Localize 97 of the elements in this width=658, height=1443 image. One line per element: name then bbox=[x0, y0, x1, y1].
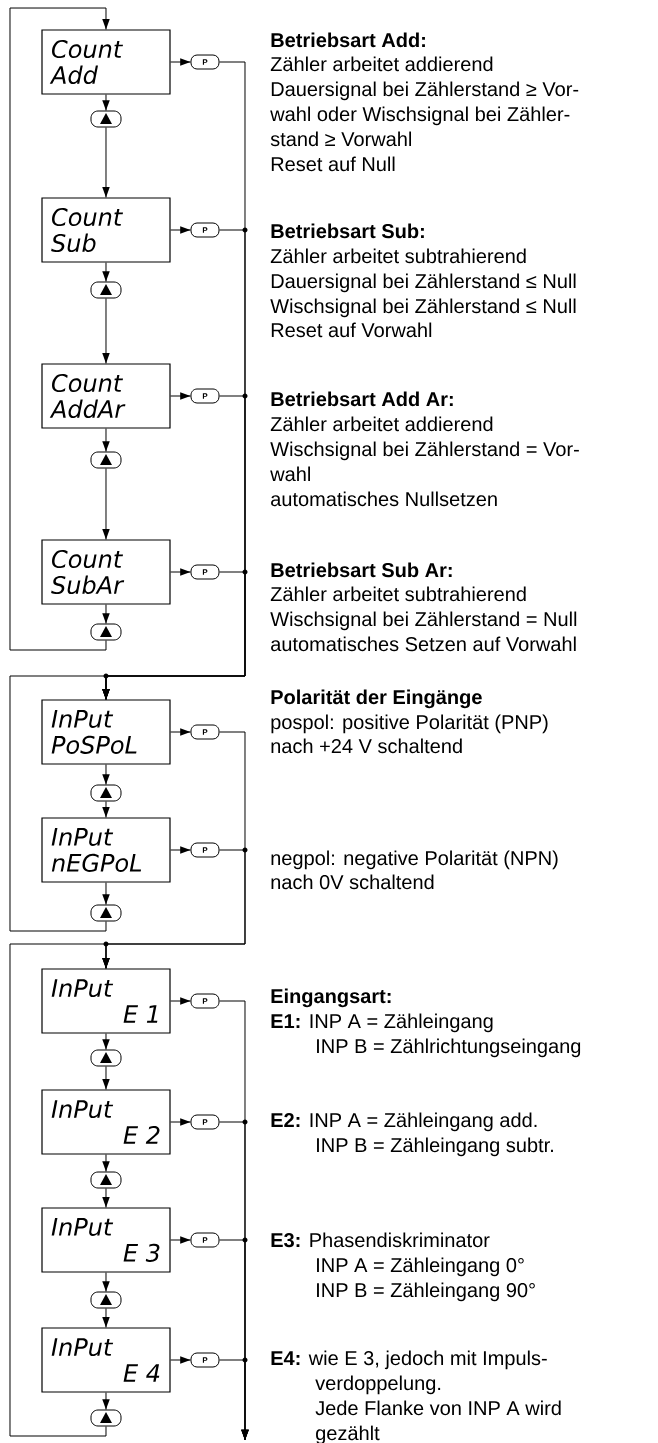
description-text: Wischsignal bei Zählerstand = Null bbox=[270, 611, 577, 631]
p-button: P bbox=[190, 564, 220, 580]
description-text: Betriebsart Sub Ar: bbox=[271, 562, 452, 578]
up-button bbox=[90, 1171, 122, 1189]
arrow bbox=[102, 1066, 110, 1090]
description-text: Reset auf Null bbox=[271, 156, 395, 172]
arrow bbox=[102, 298, 110, 364]
arrow bbox=[170, 846, 191, 854]
arrow bbox=[219, 1359, 249, 1441]
arrow bbox=[102, 468, 110, 540]
up-button bbox=[90, 1291, 122, 1309]
p-button: P bbox=[190, 1232, 220, 1248]
description-text: Wischsignal bei Zählerstand = Vor- bbox=[270, 441, 579, 461]
description-text: automatisches Nullsetzen bbox=[271, 491, 497, 507]
arrow bbox=[102, 1392, 110, 1410]
description-text: E2: INP A = Zähleingang add. bbox=[271, 1112, 537, 1132]
arrow bbox=[9, 675, 110, 932]
display-box: InPut E 1 bbox=[41, 968, 171, 1034]
p-button: P bbox=[190, 54, 220, 70]
description-text: INP A = Zähleingang 0° bbox=[317, 1257, 524, 1277]
p-button: P bbox=[190, 1114, 220, 1130]
description-text: Dauersignal bei Zählerstand ≥ Vor- bbox=[271, 81, 579, 101]
description-text: INP B = Zähleingang subtr. bbox=[317, 1137, 553, 1157]
display-box: Count SubAr bbox=[41, 539, 171, 605]
arrow bbox=[102, 1272, 110, 1292]
arrow bbox=[102, 428, 110, 452]
arrow bbox=[102, 1033, 110, 1050]
up-button bbox=[90, 281, 122, 299]
arrow bbox=[102, 127, 110, 198]
description-text: INP B = Zählrichtungseingang bbox=[317, 1038, 581, 1058]
arrow bbox=[102, 1308, 110, 1328]
description-text: wahl oder Wischsignal bei Zähler- bbox=[270, 106, 570, 126]
arrow bbox=[102, 764, 110, 785]
arrow bbox=[170, 1356, 191, 1364]
up-button bbox=[90, 110, 122, 128]
description-text: Eingangsart: bbox=[271, 988, 391, 1008]
description-text: Zähler arbeitet addierend bbox=[270, 416, 493, 432]
up-button bbox=[90, 1049, 122, 1067]
arrow bbox=[102, 604, 110, 624]
description-text: E4: wie E 3, jedoch mit Impuls- bbox=[271, 1350, 547, 1370]
description-text: pospol: positive Polarität (PNP) bbox=[271, 714, 548, 734]
description-text: wahl bbox=[270, 466, 310, 482]
arrow bbox=[102, 94, 110, 111]
up-button bbox=[90, 451, 122, 469]
description-text: negpol: negative Polarität (NPN) bbox=[271, 850, 558, 870]
display-box: InPut E 3 bbox=[41, 1207, 171, 1273]
up-button bbox=[90, 904, 122, 922]
display-box: InPut PoSPoL bbox=[41, 699, 171, 765]
description-text: Wischsignal bei Zählerstand ≤ Null bbox=[270, 298, 576, 318]
arrow bbox=[170, 1236, 191, 1244]
p-button: P bbox=[190, 222, 220, 238]
arrow bbox=[102, 1154, 110, 1172]
display-box: Count AddAr bbox=[41, 363, 171, 429]
description-text: stand ≥ Vorwahl bbox=[270, 131, 411, 147]
arrow bbox=[170, 392, 191, 400]
description-text: Betriebsart Add Ar: bbox=[271, 391, 453, 407]
display-box: InPut E 2 bbox=[41, 1089, 171, 1155]
description-text: Dauersignal bei Zählerstand ≤ Null bbox=[271, 273, 576, 293]
description-text: automatisches Setzen auf Vorwahl bbox=[271, 636, 576, 652]
description-text: Reset auf Vorwahl bbox=[271, 322, 432, 338]
p-button: P bbox=[190, 724, 220, 740]
display-box: InPut nEGPoL bbox=[41, 817, 171, 883]
arrow bbox=[170, 58, 191, 66]
arrow bbox=[102, 801, 110, 818]
arrow bbox=[9, 7, 110, 651]
arrow bbox=[102, 882, 110, 905]
display-box: InPut E 4 bbox=[41, 1327, 171, 1393]
up-button bbox=[90, 784, 122, 802]
arrow bbox=[102, 262, 110, 282]
description-text: Betriebsart Sub: bbox=[271, 223, 424, 239]
arrow bbox=[170, 1118, 191, 1126]
p-button: P bbox=[190, 993, 220, 1009]
description-text: Jede Flanke von INP A wird bbox=[315, 1400, 561, 1416]
description-text: INP B = Zähleingang 90° bbox=[317, 1282, 535, 1302]
description-text: verdoppelung. bbox=[315, 1375, 441, 1395]
description-text: Zähler arbeitet addierend bbox=[270, 56, 493, 72]
description-text: Betriebsart Add: bbox=[271, 32, 425, 48]
description-text: nach 0V schaltend bbox=[271, 874, 434, 890]
p-button: P bbox=[190, 1352, 220, 1368]
arrow bbox=[9, 943, 110, 1437]
display-box: Count Add bbox=[41, 29, 171, 95]
arrow bbox=[170, 997, 191, 1005]
up-button bbox=[90, 1409, 122, 1427]
description-text: Zähler arbeitet subtrahierend bbox=[270, 248, 526, 264]
arrow bbox=[170, 226, 191, 234]
description-text: E3: Phasendiskriminator bbox=[271, 1232, 490, 1248]
description-text: Zähler arbeitet subtrahierend bbox=[270, 586, 526, 602]
p-button: P bbox=[190, 842, 220, 858]
arrow bbox=[102, 1188, 110, 1208]
up-button bbox=[90, 623, 122, 641]
description-text: E1: INP A = Zähleingang bbox=[271, 1013, 493, 1033]
description-text: nach +24 V schaltend bbox=[271, 738, 462, 754]
display-box: Count Sub bbox=[41, 197, 171, 263]
arrow bbox=[170, 728, 191, 736]
description-text: Polarität der Eingänge bbox=[271, 689, 482, 709]
arrow bbox=[170, 568, 191, 576]
p-button: P bbox=[190, 388, 220, 404]
